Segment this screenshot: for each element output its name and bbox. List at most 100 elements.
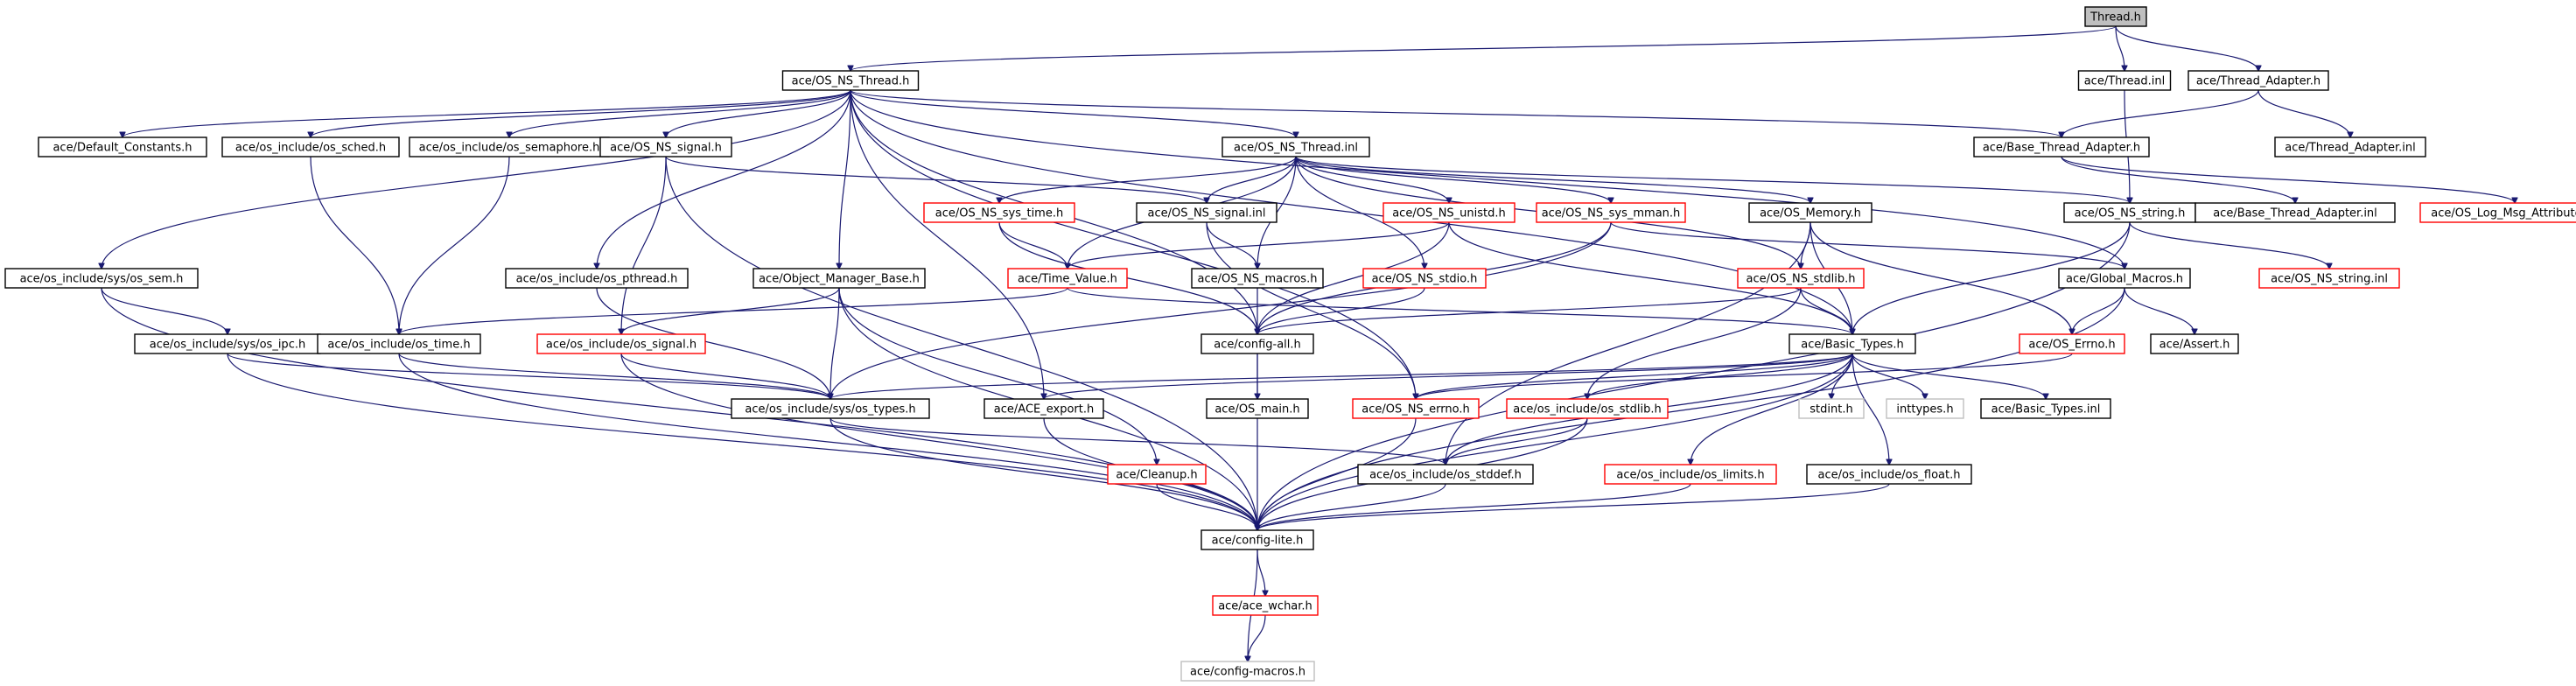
node-label: ace/os_include/os_time.h bbox=[327, 339, 470, 352]
node-config-lite-h[interactable]: ace/config-lite.h bbox=[1200, 529, 1314, 550]
edge-os_ns_thread_h-to-default_constants_h bbox=[122, 89, 851, 137]
node-os-ns-thread-inl[interactable]: ace/OS_NS_Thread.inl bbox=[1222, 136, 1370, 158]
node-label: ace/ace_wchar.h bbox=[1218, 600, 1312, 613]
node-os-ns-errno-h[interactable]: ace/OS_NS_errno.h bbox=[1352, 398, 1480, 419]
node-thread-adapter-h[interactable]: ace/Thread_Adapter.h bbox=[2188, 70, 2329, 91]
node-os-stdlib-h[interactable]: ace/os_include/os_stdlib.h bbox=[1506, 398, 1669, 419]
node-box bbox=[1806, 464, 1972, 485]
node-assert-h[interactable]: ace/Assert.h bbox=[2150, 333, 2239, 354]
edge-os_ns_unistd_h-to-config_all_h bbox=[1257, 221, 1450, 334]
edge-os_ns_string_h-to-basic_types_h bbox=[1852, 221, 2131, 334]
node-label: ace/config-all.h bbox=[1214, 339, 1301, 352]
node-box bbox=[1737, 268, 1865, 289]
node-label: ace/os_include/os_limits.h bbox=[1616, 469, 1764, 482]
node-os-log-msg-attributes-h[interactable]: ace/OS_Log_Msg_Attributes.h bbox=[2419, 202, 2576, 223]
edge-base_thread_adapter_h-to-base_thread_adapter_inl bbox=[2061, 156, 2295, 203]
edge-os_ns_thread_inl-to-os_ns_stdio_h bbox=[1295, 156, 1424, 269]
node-box bbox=[752, 268, 926, 289]
node-label: ace/Basic_Types.h bbox=[1801, 339, 1903, 352]
edge-os_ns_signal_inl-to-os_ns_errno_h bbox=[1206, 221, 1416, 399]
edge-sys_os_ipc_h-to-sys_os_types_h bbox=[227, 353, 830, 399]
node-os-errno-h[interactable]: ace/OS_Errno.h bbox=[2019, 333, 2125, 354]
edge-thread_adapter_h-to-thread_adapter_inl bbox=[2258, 89, 2350, 137]
node-config-all-h[interactable]: ace/config-all.h bbox=[1200, 333, 1314, 354]
nodes-layer: Thread.h ace/OS_NS_Thread.h ace/Thread.inl… bbox=[4, 6, 2576, 682]
node-ace-export-h[interactable]: ace/ACE_export.h bbox=[984, 398, 1104, 419]
node-os-ns-stdlib-h[interactable]: ace/OS_NS_stdlib.h bbox=[1737, 268, 1865, 289]
node-box bbox=[1352, 398, 1480, 419]
node-sys-os-types-h[interactable]: ace/os_include/sys/os_types.h bbox=[731, 398, 930, 419]
node-label: ace/OS_NS_stdio.h bbox=[1372, 273, 1478, 286]
node-os-ns-string-h[interactable]: ace/OS_NS_string.h bbox=[2063, 202, 2196, 223]
node-label: ace/os_include/os_stddef.h bbox=[1369, 469, 1522, 482]
edges-layer bbox=[102, 25, 2515, 662]
node-box bbox=[2058, 268, 2191, 289]
edge-os_ns_thread_h-to-os_ns_errno_h bbox=[850, 89, 1416, 399]
node-stdint-h[interactable]: stdint.h bbox=[1798, 398, 1865, 419]
node-os-ns-macros-h[interactable]: ace/OS_NS_macros.h bbox=[1191, 268, 1324, 289]
node-sys-os-sem-h[interactable]: ace/os_include/sys/os_sem.h bbox=[4, 268, 199, 289]
node-os-ns-sys-time-h[interactable]: ace/OS_NS_sys_time.h bbox=[923, 202, 1075, 223]
node-os-main-h[interactable]: ace/OS_main.h bbox=[1206, 398, 1309, 419]
node-default-constants-h[interactable]: ace/Default_Constants.h bbox=[38, 136, 207, 158]
node-os-ns-stdio-h[interactable]: ace/OS_NS_stdio.h bbox=[1362, 268, 1487, 289]
node-ace-wchar-h[interactable]: ace/ace_wchar.h bbox=[1212, 595, 1319, 616]
node-inttypes-h[interactable]: inttypes.h bbox=[1886, 398, 1964, 419]
node-box bbox=[1136, 202, 1278, 223]
node-box bbox=[923, 202, 1075, 223]
node-config-macros-h[interactable]: ace/config-macros.h bbox=[1180, 661, 1315, 682]
edge-os_ns_string_h-to-os_ns_string_inl bbox=[2129, 221, 2329, 269]
edge-os_ns_thread_h-to-os_sched_h bbox=[311, 89, 851, 137]
node-os-ns-signal-inl[interactable]: ace/OS_NS_signal.inl bbox=[1136, 202, 1278, 223]
node-label: stdint.h bbox=[1810, 403, 1852, 416]
edge-base_thread_adapter_h-to-os_log_msg_attributes_h bbox=[2061, 156, 2515, 203]
edge-os_ns_signal_h-to-os_ns_signal_inl bbox=[665, 156, 1207, 203]
edge-os_sched_h-to-os_time_h bbox=[310, 156, 399, 334]
node-os-signal-h[interactable]: ace/os_include/os_signal.h bbox=[536, 333, 706, 354]
node-os-ns-unistd-h[interactable]: ace/OS_NS_unistd.h bbox=[1382, 202, 1516, 223]
node-label: ace/OS_NS_Thread.h bbox=[792, 75, 910, 88]
node-label: ace/OS_Errno.h bbox=[2028, 339, 2115, 352]
node-os-semaphore-h[interactable]: ace/os_include/os_semaphore.h bbox=[409, 136, 610, 158]
edge-os_limits_h-to-config_lite_h bbox=[1257, 483, 1691, 530]
edge-os_ns_thread_inl-to-os_ns_unistd_h bbox=[1295, 156, 1449, 203]
edge-config_lite_h-to-ace_wchar_h bbox=[1256, 549, 1265, 596]
node-thread-h: Thread.h bbox=[2084, 6, 2147, 27]
node-object-manager-base-h[interactable]: ace/Object_Manager_Base.h bbox=[752, 268, 926, 289]
node-label: ace/Thread.inl bbox=[2084, 75, 2166, 88]
node-os-float-h[interactable]: ace/os_include/os_float.h bbox=[1806, 464, 1972, 485]
node-label: ace/os_include/os_pthread.h bbox=[516, 273, 678, 286]
node-cleanup-h[interactable]: ace/Cleanup.h bbox=[1107, 464, 1207, 485]
node-base-thread-adapter-inl[interactable]: ace/Base_Thread_Adapter.inl bbox=[2194, 202, 2396, 223]
node-base-thread-adapter-h[interactable]: ace/Base_Thread_Adapter.h bbox=[1973, 136, 2150, 158]
node-os-ns-sys-mman-h[interactable]: ace/OS_NS_sys_mman.h bbox=[1536, 202, 1686, 223]
node-os-stddef-h[interactable]: ace/os_include/os_stddef.h bbox=[1357, 464, 1534, 485]
node-label: ace/OS_NS_unistd.h bbox=[1392, 207, 1506, 220]
node-box bbox=[1748, 202, 1872, 223]
node-os-ns-signal-h[interactable]: ace/OS_NS_signal.h bbox=[599, 136, 732, 158]
node-box bbox=[1206, 398, 1309, 419]
node-thread-adapter-inl[interactable]: ace/Thread_Adapter.inl bbox=[2274, 136, 2426, 158]
node-basic-types-h[interactable]: ace/Basic_Types.h bbox=[1788, 333, 1916, 354]
node-os-ns-string-inl[interactable]: ace/OS_NS_string.inl bbox=[2258, 268, 2400, 289]
node-box bbox=[2019, 333, 2125, 354]
node-time-value-h[interactable]: ace/Time_Value.h bbox=[1007, 268, 1128, 289]
edge-os_time_h-to-sys_os_types_h bbox=[398, 353, 830, 399]
node-os-memory-h[interactable]: ace/OS_Memory.h bbox=[1748, 202, 1872, 223]
node-label: ace/os_include/sys/os_types.h bbox=[745, 403, 915, 416]
node-thread-inl[interactable]: ace/Thread.inl bbox=[2077, 70, 2172, 91]
node-box bbox=[536, 333, 706, 354]
edge-os_ns_stdio_h-to-config_all_h bbox=[1257, 287, 1425, 334]
node-basic-types-inl[interactable]: ace/Basic_Types.inl bbox=[1980, 398, 2111, 419]
node-os-sched-h[interactable]: ace/os_include/os_sched.h bbox=[221, 136, 400, 158]
node-sys-os-ipc-h[interactable]: ace/os_include/sys/os_ipc.h bbox=[134, 333, 321, 354]
node-box bbox=[221, 136, 400, 158]
node-box bbox=[1191, 268, 1324, 289]
node-os-time-h[interactable]: ace/os_include/os_time.h bbox=[317, 333, 481, 354]
node-os-limits-h[interactable]: ace/os_include/os_limits.h bbox=[1604, 464, 1777, 485]
node-os-pthread-h[interactable]: ace/os_include/os_pthread.h bbox=[505, 268, 689, 289]
node-global-macros-h[interactable]: ace/Global_Macros.h bbox=[2058, 268, 2191, 289]
node-label: ace/Object_Manager_Base.h bbox=[759, 273, 920, 286]
node-os-ns-thread-h[interactable]: ace/OS_NS_Thread.h bbox=[781, 70, 920, 91]
